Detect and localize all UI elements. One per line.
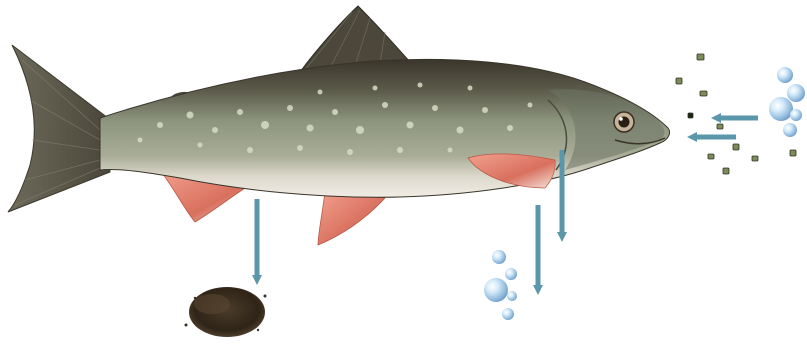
intake-arrows (692, 118, 758, 137)
tail-fin (8, 45, 110, 212)
eye-icon (614, 112, 634, 132)
anal-fin (318, 192, 385, 245)
oxygen-bubbles-icon (769, 67, 805, 137)
exhaled-bubbles-icon (484, 250, 517, 320)
waste-pile-icon (185, 287, 267, 337)
fish-icon (8, 6, 670, 245)
